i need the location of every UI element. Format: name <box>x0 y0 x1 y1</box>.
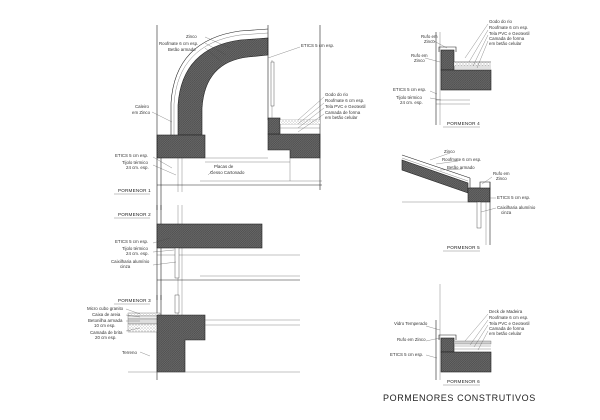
d6-label-rufo: Rufo em Zinco <box>397 337 426 342</box>
d1-label-godo: Godo do rio <box>325 92 349 97</box>
d4-label-tijolo2: 24 cm. esp. <box>400 100 423 105</box>
d3-label-terreno: Terreno <box>122 350 137 355</box>
d3-paving <box>127 312 161 317</box>
d4-roof-slab <box>440 69 492 91</box>
d2-window-frame <box>174 247 180 279</box>
d4-title: PORMENOR 4 <box>447 121 480 126</box>
d4-label-tijolo: Tijolo térmico <box>396 95 423 100</box>
d6-label-camada2: em betão celular <box>489 331 522 336</box>
d4-label-godo: Godo do rio <box>489 19 513 24</box>
d5-beam <box>467 187 491 203</box>
d4-label-rufo4: Zinco <box>414 58 425 63</box>
d1-label-etics-top: ETICS 5 cm esp. <box>301 43 334 48</box>
d6-label-tela: Tela PVC e Geotextil <box>489 321 530 326</box>
d3-foundation <box>156 314 206 373</box>
d1-label-camada2: em betão celular <box>325 115 358 120</box>
d5-title: PORMENOR 5 <box>447 245 480 250</box>
d6-rufo-zinco <box>438 334 457 340</box>
d1-label-tijolo2: 24 cm. esp. <box>126 165 149 170</box>
d5-label-zinco: Zinco <box>444 149 455 154</box>
sheet-title: PORMENORES CONSTRUTIVOS <box>383 393 536 403</box>
d6-label-camada: Camada de forma <box>489 326 525 331</box>
right-parapet <box>267 117 281 135</box>
d1-label-etics-left: ETICS 5 cm esp. <box>115 153 148 158</box>
d4-rufo-zinco <box>438 46 457 52</box>
d4-label-tela: Tela PVC e Geotextil <box>489 31 530 36</box>
d3-label-brita2: 20 cm esp. <box>95 335 116 340</box>
d5-label-betao: Betão armado <box>447 165 475 170</box>
d1-label-tela: Tela PVC e Geotextil <box>325 104 366 109</box>
detail-1: Zinco Roofmate 6 cm esp. Betão armado ET… <box>114 25 366 210</box>
d1-label-zinco: Zinco <box>186 34 197 39</box>
d5-label-roof: Roofmate 6 cm esp. <box>442 157 481 162</box>
d2-title: PORMENOR 2 <box>118 212 151 217</box>
d1-label-caleiro: Caleiro <box>135 104 149 109</box>
d5-zinc-line <box>401 154 471 179</box>
d3-label-betonilha2: 10 cm esp. <box>94 323 115 328</box>
d1-label-tijolo: Tijolo térmico <box>122 160 149 165</box>
d2-lintel-slab <box>156 223 263 249</box>
d1-label-roofmate: Roofmate 6 cm esp. <box>159 41 198 46</box>
d3-label-caixa: Caixa de areia <box>92 312 121 317</box>
d4-label-roof: Roofmate 6 cm esp. <box>489 25 528 30</box>
detail-5: Zinco Roofmate 6 cm esp. Betão armado Ru… <box>401 149 536 252</box>
d3-label-brita: Camada de brita <box>90 330 123 335</box>
d1-label-caleiro2: em Zinco <box>132 110 151 115</box>
d5-label-caixilharia: Caixilharia alumínio <box>497 205 536 210</box>
right-roof-block <box>267 133 321 159</box>
d3-gravel-layer <box>127 323 161 333</box>
d2-label-tijolo2: 24 cm. esp. <box>126 251 149 256</box>
d5-label-etics: ETICS 5 cm esp. <box>497 195 530 200</box>
d3-title: PORMENOR 3 <box>118 298 151 303</box>
d4-label-rufo: Rufo em <box>421 34 438 39</box>
d3-label-betonilha: Betonilha armada <box>88 318 123 323</box>
d5-label-rufo: Rufo em <box>493 171 510 176</box>
d6-title: PORMENOR 6 <box>447 379 480 384</box>
d6-label-vidro: Vidro Temperado <box>394 321 428 326</box>
d4-label-camada: Camada de forma <box>489 36 525 41</box>
d5-label-rufo2: Zinco <box>496 176 507 181</box>
curved-zinc <box>170 28 269 136</box>
d6-label-etics: ETICS 5 cm esp. <box>390 352 423 357</box>
d3-window-frame <box>174 294 180 314</box>
d1-label-placas2: Gesso Cartonado <box>210 170 245 175</box>
d6-deck <box>453 340 492 345</box>
curved-insulation <box>173 32 269 135</box>
d2-label-tijolo: Tijolo térmico <box>122 246 149 251</box>
left-beam <box>156 134 206 159</box>
d2-label-caixilharia: Caixilharia alumínio <box>111 259 150 264</box>
d1-label-betao: Betão armado <box>168 47 196 52</box>
d4-label-etics: ETICS 5 cm esp. <box>393 87 426 92</box>
d3-label-micro: Micro cubo granito <box>87 306 124 311</box>
d6-label-deck: Deck de Madeira <box>489 309 523 314</box>
d4-label-rufo3: Rufo em <box>411 53 428 58</box>
d4-parapet <box>440 49 455 71</box>
d6-roof-slab <box>440 351 492 373</box>
d1-title: PORMENOR 1 <box>118 188 151 193</box>
d5-label-caixilharia2: cinza <box>501 210 512 215</box>
detail-6: Deck de Madeira Roofmate 6 cm esp. Tela … <box>390 284 530 386</box>
d3-screed <box>127 318 161 325</box>
d1-label-roof2: Roofmate 6 cm esp. <box>325 98 364 103</box>
d6-parapet <box>440 337 455 353</box>
d4-label-rufo2: Zinco <box>424 39 435 44</box>
d3-sand-bed <box>127 315 161 320</box>
detail-4: Godo do rio Roofmate 6 cm esp. Tela PVC … <box>393 19 530 128</box>
d2-label-etics: ETICS 5 cm esp. <box>115 239 148 244</box>
detail-3: Micro cubo granito Caixa de areia Betoni… <box>87 294 300 380</box>
d1-label-placas: Placas de <box>214 164 234 169</box>
window-frame-1 <box>270 61 275 107</box>
d4-label-camada2: em betão celular <box>489 41 522 46</box>
d1-label-camada: Camada de forma <box>325 110 361 115</box>
d2-label-caixilharia2: cinza <box>120 264 131 269</box>
detail-2: ETICS 5 cm esp. Tijolo térmico 24 cm. es… <box>111 205 300 300</box>
d6-label-roof: Roofmate 6 cm esp. <box>489 315 528 320</box>
d5-window-frame <box>476 201 482 229</box>
